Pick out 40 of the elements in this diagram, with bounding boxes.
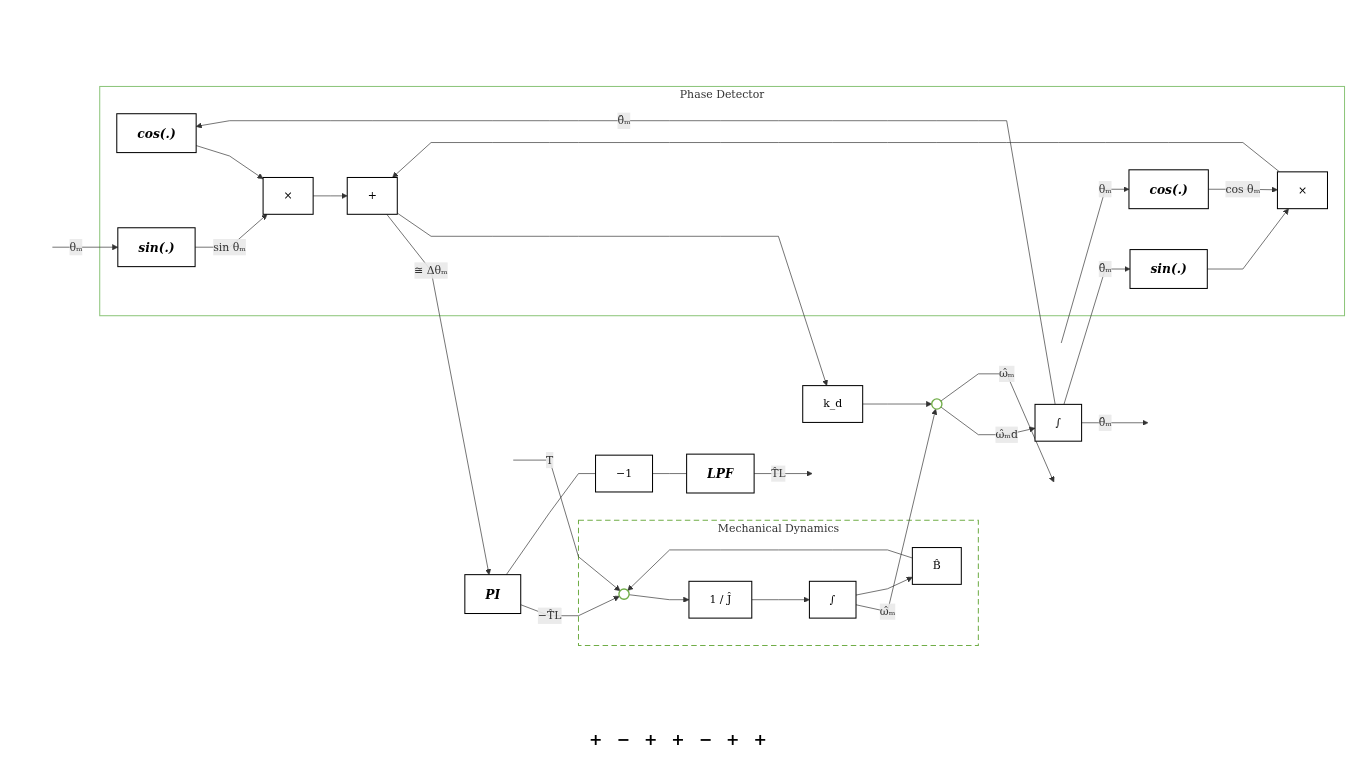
edge-label: −T̂L xyxy=(537,608,562,622)
sign-label: + xyxy=(753,730,767,749)
node-box: 1 / Ĵ xyxy=(688,580,753,619)
node-box: + xyxy=(346,177,398,215)
edge-label: T xyxy=(545,453,554,467)
node-box: k_d xyxy=(802,385,864,423)
node-box: ∫ xyxy=(808,580,857,619)
sign-label: + xyxy=(643,730,658,749)
sign-label: + xyxy=(726,730,740,749)
node-box: ∫ xyxy=(1034,403,1083,442)
edge-label: cos θₘ xyxy=(1225,182,1261,196)
sign-label: − xyxy=(616,730,630,749)
sign-label: + xyxy=(589,730,603,749)
node-box: sin(.) xyxy=(117,227,196,268)
edge-label: ω̂ₘ xyxy=(879,604,896,618)
edge-label: θ̂ₘ xyxy=(617,113,631,127)
sign-label: + xyxy=(671,730,685,749)
edge-label: θₘ xyxy=(69,240,83,254)
edge-label: ω̂ₘd xyxy=(995,427,1018,441)
node-circle xyxy=(931,398,943,410)
node-box: cos(.) xyxy=(116,113,197,154)
edge-label: θₘ xyxy=(1098,182,1112,196)
edge-label: ω̂ₘ xyxy=(998,367,1015,381)
node-box: × xyxy=(262,177,314,215)
edge-label: θ̂ₘ xyxy=(1098,416,1112,429)
node-box: −1 xyxy=(595,454,654,493)
node-box: cos(.) xyxy=(1128,169,1209,210)
connector xyxy=(506,473,596,576)
edge-label: ≅ Δθₘ xyxy=(414,263,448,277)
node-box: × xyxy=(1276,171,1328,210)
sign-label: − xyxy=(698,730,713,749)
edge-label: θ̂ₘ xyxy=(1098,262,1112,276)
edge-label: T̂L xyxy=(771,466,786,480)
node-box: PI xyxy=(464,574,522,615)
connector xyxy=(652,473,687,474)
node-box: LPF xyxy=(686,453,755,494)
node-circle xyxy=(618,588,630,600)
node-box: B̂ xyxy=(911,547,962,585)
node-box: sin(.) xyxy=(1129,249,1208,290)
edge-label: sin θₘ xyxy=(213,240,247,254)
